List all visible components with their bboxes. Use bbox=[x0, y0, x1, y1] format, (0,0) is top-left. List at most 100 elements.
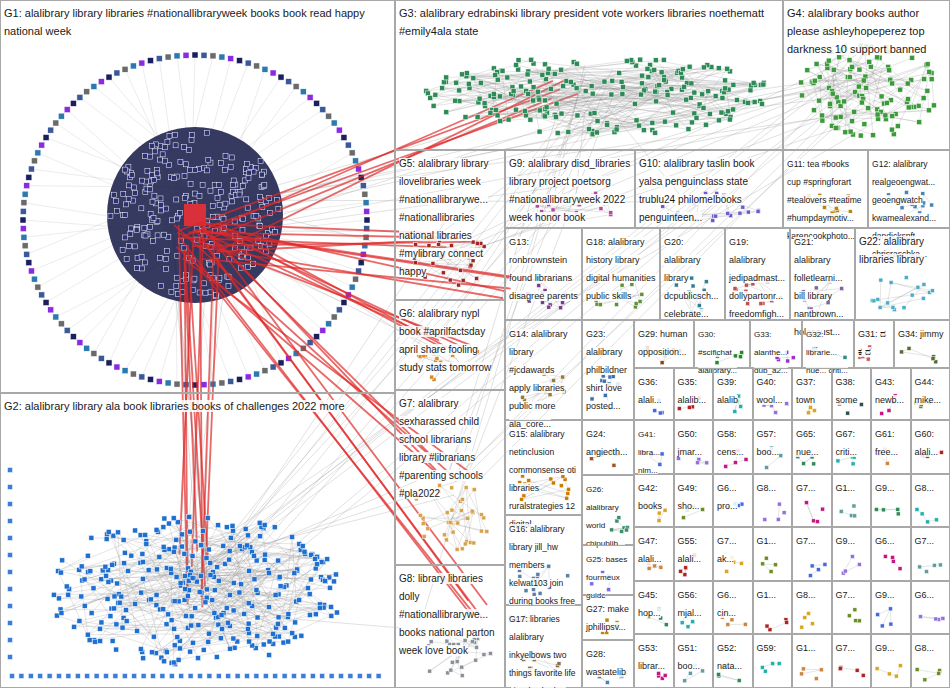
vertex-icon bbox=[121, 192, 126, 197]
vertex-icon bbox=[433, 92, 438, 97]
vertex-icon bbox=[8, 502, 13, 507]
network-link bbox=[425, 257, 441, 277]
network-link bbox=[143, 562, 234, 583]
network-link bbox=[168, 209, 705, 575]
vertex-icon bbox=[590, 91, 595, 96]
vertex-icon bbox=[20, 217, 26, 223]
vertex-icon bbox=[543, 98, 548, 103]
vertex-icon bbox=[117, 600, 122, 605]
vertex-icon bbox=[895, 124, 900, 129]
vertex-icon bbox=[278, 74, 284, 80]
vertex-icon bbox=[106, 579, 111, 584]
vertex-icon bbox=[216, 523, 221, 528]
vertex-icon bbox=[146, 568, 151, 573]
vertex-icon bbox=[179, 544, 184, 549]
vertex-icon bbox=[154, 527, 159, 532]
vertex-icon bbox=[255, 615, 260, 620]
vertex-icon bbox=[701, 105, 706, 110]
vertex-icon bbox=[267, 571, 272, 576]
vertex-icon bbox=[522, 109, 527, 114]
vertex-icon bbox=[114, 199, 119, 204]
network-link bbox=[94, 608, 323, 641]
vertex-icon bbox=[799, 80, 804, 85]
vertex-icon bbox=[864, 85, 869, 90]
vertex-icon bbox=[124, 256, 129, 261]
network-link bbox=[877, 57, 923, 98]
vertex-icon bbox=[217, 203, 222, 208]
vertex-icon bbox=[471, 76, 476, 81]
vertex-icon bbox=[341, 300, 347, 306]
vertex-icon bbox=[104, 536, 109, 541]
vertex-icon bbox=[281, 640, 286, 645]
vertex-icon bbox=[751, 80, 756, 85]
vertex-icon bbox=[231, 608, 236, 613]
vertex-icon bbox=[77, 94, 83, 100]
vertex-icon bbox=[313, 556, 318, 561]
vertex-icon bbox=[188, 182, 193, 187]
vertex-icon bbox=[637, 123, 642, 128]
vertex-icon bbox=[174, 197, 179, 202]
vertex-icon bbox=[254, 63, 260, 69]
vertex-icon bbox=[162, 516, 167, 521]
network-link bbox=[82, 580, 160, 609]
vertex-icon bbox=[38, 674, 43, 679]
vertex-icon bbox=[64, 584, 69, 589]
vertex-icon bbox=[218, 189, 223, 194]
network-link bbox=[592, 67, 704, 134]
vertex-icon bbox=[475, 114, 480, 119]
vertex-icon bbox=[164, 206, 169, 211]
network-link bbox=[176, 525, 218, 540]
vertex-icon bbox=[418, 355, 422, 359]
vertex-icon bbox=[650, 120, 655, 125]
network-link bbox=[446, 95, 513, 112]
vertex-icon bbox=[155, 171, 160, 176]
vertex-icon bbox=[224, 606, 229, 611]
vertex-icon bbox=[341, 135, 347, 141]
vertex-icon bbox=[921, 96, 926, 101]
vertex-icon bbox=[325, 557, 330, 562]
vertex-icon bbox=[147, 225, 152, 230]
vertex-icon bbox=[126, 196, 131, 201]
vertex-icon bbox=[197, 589, 202, 594]
vertex-icon bbox=[842, 99, 847, 104]
vertex-icon bbox=[208, 561, 213, 566]
vertex-icon bbox=[645, 66, 650, 71]
vertex-icon bbox=[140, 576, 145, 581]
vertex-icon bbox=[459, 268, 463, 272]
network-link bbox=[614, 120, 729, 133]
vertex-icon bbox=[181, 144, 186, 149]
vertex-icon bbox=[856, 84, 861, 89]
vertex-icon bbox=[183, 573, 188, 578]
vertex-icon bbox=[227, 549, 232, 554]
vertex-icon bbox=[193, 168, 198, 173]
network-link bbox=[176, 540, 315, 559]
vertex-icon bbox=[138, 533, 143, 538]
network-link bbox=[852, 84, 908, 122]
vertex-icon bbox=[261, 642, 266, 647]
vertex-icon bbox=[805, 68, 810, 73]
vertex-icon bbox=[230, 523, 235, 528]
vertex-icon bbox=[245, 60, 251, 66]
vertex-icon bbox=[190, 133, 195, 138]
vertex-icon bbox=[178, 581, 183, 586]
vertex-icon bbox=[197, 193, 202, 198]
vertex-icon bbox=[425, 91, 430, 96]
vertex-icon bbox=[624, 58, 629, 63]
network-link bbox=[58, 556, 88, 571]
vertex-icon bbox=[192, 191, 197, 196]
vertex-icon bbox=[694, 115, 699, 120]
network-link bbox=[801, 82, 822, 115]
vertex-icon bbox=[266, 605, 271, 610]
vertex-icon bbox=[761, 82, 766, 87]
vertex-icon bbox=[205, 516, 210, 521]
vertex-icon bbox=[905, 81, 910, 86]
vertex-icon bbox=[221, 543, 226, 548]
vertex-icon bbox=[150, 172, 155, 177]
vertex-icon bbox=[553, 115, 558, 120]
vertex-icon bbox=[120, 625, 125, 630]
vertex-icon bbox=[223, 153, 228, 158]
vertex-icon bbox=[173, 143, 178, 148]
vertex-icon bbox=[890, 81, 895, 86]
vertex-icon bbox=[183, 52, 189, 58]
network-link bbox=[807, 70, 892, 116]
